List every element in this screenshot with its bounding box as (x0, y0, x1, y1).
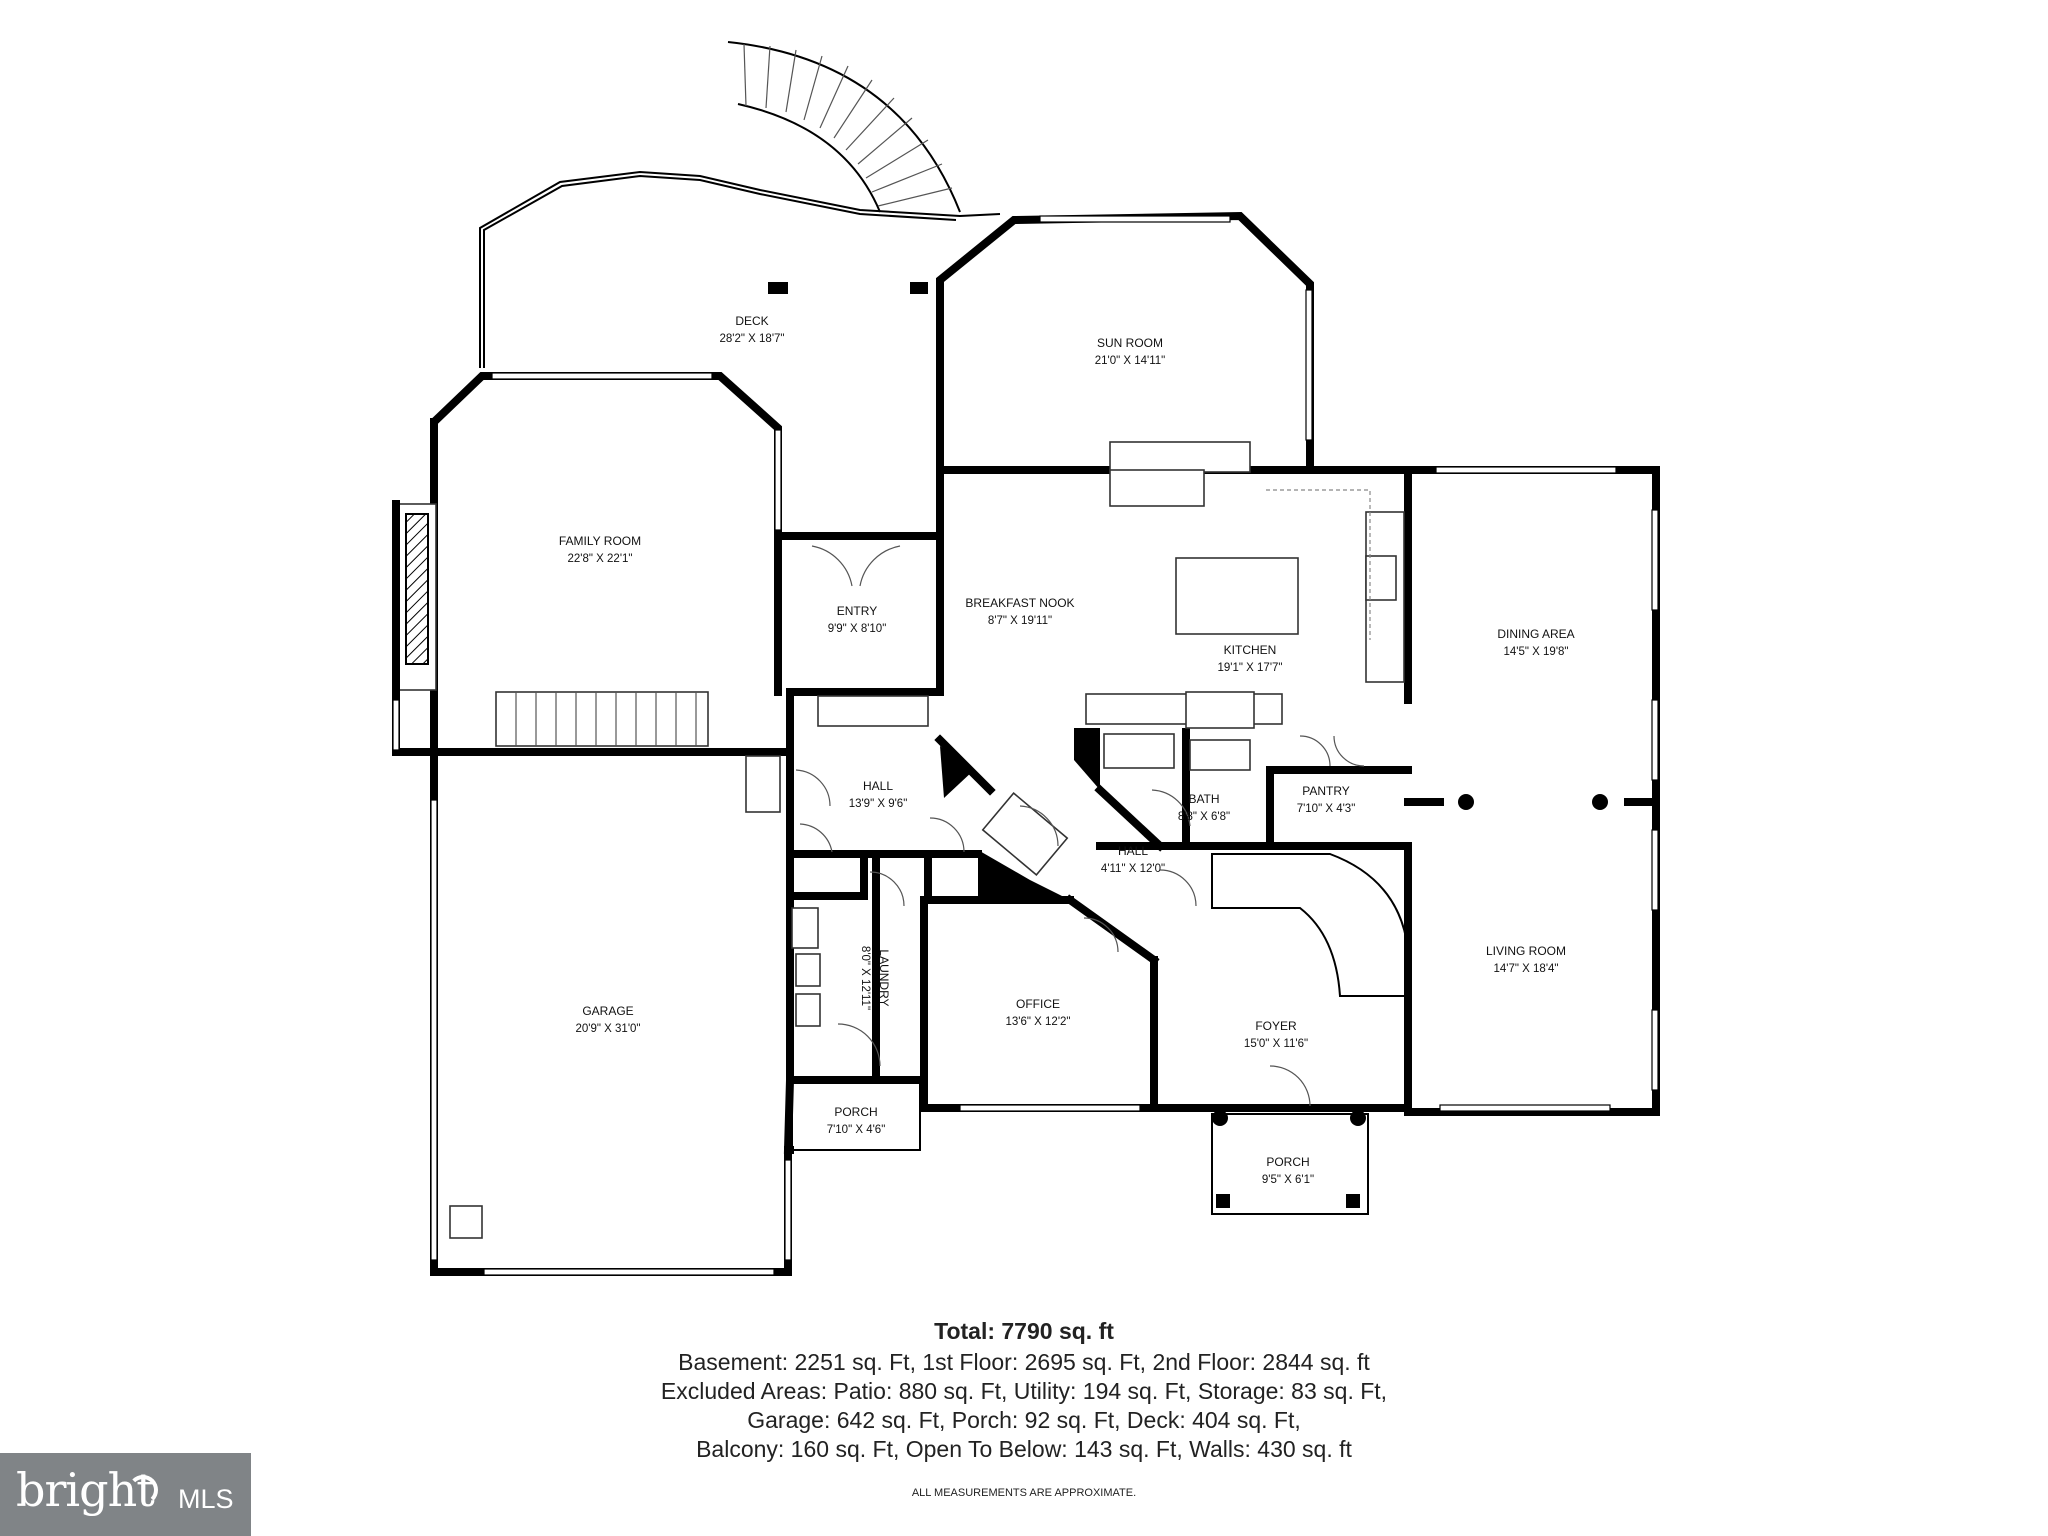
room-bath-name: BATH (1188, 792, 1219, 806)
room-pantry-name: PANTRY (1302, 784, 1350, 798)
doors (795, 545, 1365, 1107)
room-porch1-dim: 7'10" X 4'6" (827, 1124, 886, 1136)
room-hall2-dim: 4'11" X 12'0" (1101, 863, 1165, 875)
stairs (495, 691, 709, 747)
fridge (1185, 691, 1255, 729)
windows (392, 215, 1659, 1276)
deck-outline (479, 41, 1001, 368)
room-dining-name: DINING AREA (1497, 627, 1574, 641)
logo-sub: MLS (178, 1484, 234, 1514)
room-kitchen-dim: 19'1" X 17'7" (1218, 662, 1283, 674)
room-living-name: LIVING ROOM (1486, 944, 1566, 958)
room-office-dim: 13'6" X 12'2" (1006, 1016, 1071, 1028)
excluded-areas-2: Garage: 642 sq. Ft, Porch: 92 sq. Ft, De… (747, 1407, 1301, 1433)
logo-arc-icon (128, 1475, 158, 1505)
room-sunroom-dim: 21'0" X 14'11" (1095, 355, 1166, 367)
room-sunroom-name: SUN ROOM (1097, 336, 1163, 350)
room-office-name: OFFICE (1016, 997, 1060, 1011)
room-pantry-dim: 7'10" X 4'3" (1297, 803, 1356, 815)
total-area: Total: 7790 sq. ft (934, 1318, 1114, 1344)
room-familyroom-dim: 22'8" X 22'1" (568, 553, 633, 565)
room-garage-dim: 20'9" X 31'0" (576, 1023, 641, 1035)
room-familyroom-name: FAMILY ROOM (559, 534, 641, 548)
counter (1109, 469, 1205, 507)
room-labels: DECK 28'2" X 18'7" SUN ROOM 21'0" X 14'1… (559, 314, 1575, 1186)
room-kitchen-name: KITCHEN (1224, 643, 1277, 657)
fixtures (495, 441, 1409, 1027)
room-hall1-dim: 13'9" X 9'6" (849, 798, 908, 810)
counter-top (1109, 441, 1251, 473)
room-nook-dim: 8'7" X 19'11" (988, 615, 1052, 627)
room-deck-dim: 28'2" X 18'7" (720, 333, 785, 345)
room-entry-name: ENTRY (837, 604, 877, 618)
bright-mls-logo: bright MLS (0, 1453, 251, 1536)
room-foyer-dim: 15'0" X 11'6" (1244, 1038, 1308, 1050)
room-dining-dim: 14'5" X 19'8" (1504, 646, 1569, 658)
room-hall1-name: HALL (863, 779, 893, 793)
room-laundry-name: LAUNDRY (877, 949, 891, 1006)
room-porch2-dim: 9'5" X 6'1" (1262, 1174, 1314, 1186)
room-deck-name: DECK (735, 314, 768, 328)
laundry-sink (791, 907, 819, 949)
room-nook-name: BREAKFAST NOOK (965, 596, 1074, 610)
room-bath-dim: 8'8" X 6'8" (1178, 811, 1230, 823)
range (1365, 555, 1397, 601)
room-porch1-name: PORCH (834, 1105, 877, 1119)
kitchen-island (1175, 557, 1299, 635)
bath-vanity (1103, 733, 1175, 769)
room-laundry-dim: 8'0" X 12'11" (859, 946, 871, 1010)
room-living-dim: 14'7" X 18'4" (1494, 963, 1559, 975)
excluded-areas-3: Balcony: 160 sq. Ft, Open To Below: 143 … (696, 1436, 1352, 1462)
hall-bench (817, 695, 929, 727)
room-foyer-name: FOYER (1255, 1019, 1297, 1033)
disclaimer: ALL MEASUREMENTS ARE APPROXIMATE. (911, 1487, 1137, 1499)
excluded-areas-1: Excluded Areas: Patio: 880 sq. Ft, Utili… (660, 1378, 1388, 1404)
room-hall2-name: HALL (1118, 844, 1148, 858)
room-garage-name: GARAGE (582, 1004, 633, 1018)
tub (1189, 739, 1251, 771)
floor-areas: Basement: 2251 sq. Ft, 1st Floor: 2695 s… (678, 1349, 1370, 1375)
room-entry-dim: 9'9" X 8'10" (828, 623, 887, 635)
room-porch2-name: PORCH (1266, 1155, 1309, 1169)
